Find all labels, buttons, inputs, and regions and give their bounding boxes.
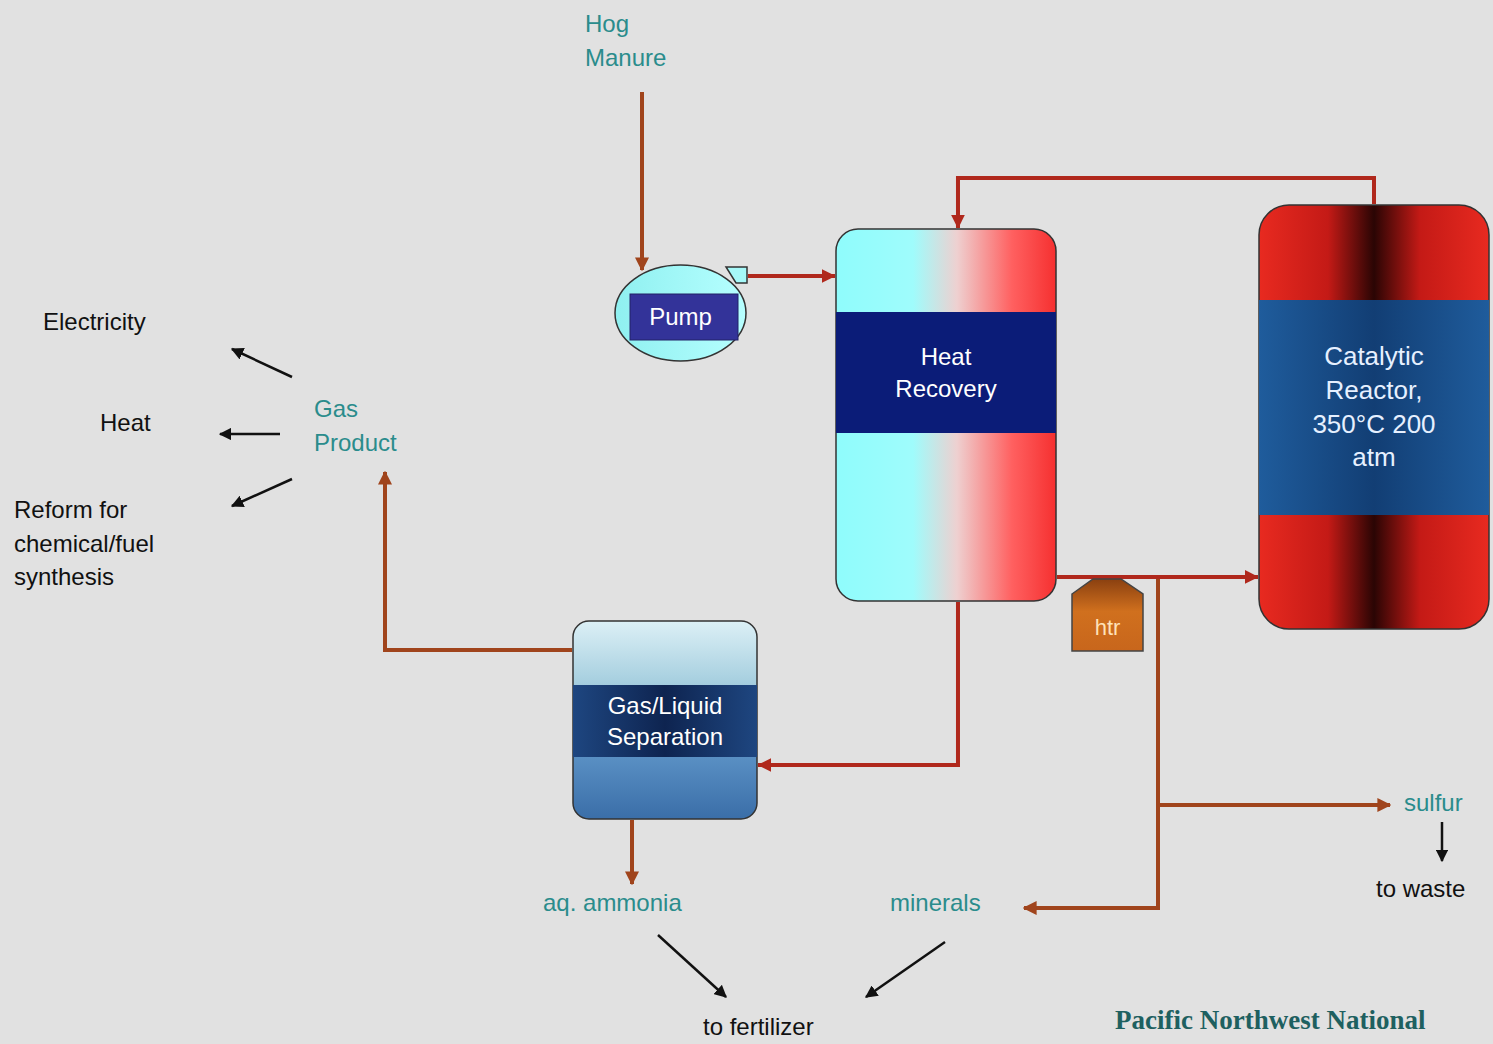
node-label: Pump — [649, 301, 712, 332]
product-label: Gas Product — [314, 392, 439, 459]
vessel-body — [573, 621, 757, 819]
vessel-band — [573, 685, 757, 757]
use-label: Heat — [100, 406, 151, 440]
use-arrow — [220, 433, 280, 436]
node-text-group: Catalytic Reactor, 350°C 200 atm — [1299, 340, 1449, 475]
pipe-connector — [1057, 575, 1258, 579]
reactor-vessel: Catalytic Reactor, 350°C 200 atm — [1258, 204, 1490, 630]
node-label: Heat Recovery — [881, 341, 1011, 403]
pipe-connector — [758, 602, 958, 765]
pump-plate — [630, 294, 738, 340]
node-text-group: Gas/Liquid Separation — [585, 690, 745, 752]
heat-exchanger: Heat Recovery — [835, 228, 1057, 602]
pump-symbol: Pump — [613, 263, 748, 363]
minerals-pipe — [1024, 577, 1158, 908]
feed-pipe — [640, 92, 644, 270]
node-label: htr — [1095, 614, 1121, 643]
heater-housing — [1072, 579, 1143, 651]
fertilizer-arrow — [866, 942, 945, 997]
use-label: Reform for chemical/fuel synthesis — [14, 493, 194, 594]
pipe-connector — [748, 274, 835, 278]
vessel-band — [836, 312, 1056, 433]
use-arrow — [232, 349, 292, 377]
credit-watermark: Pacific Northwest National — [1115, 1005, 1425, 1036]
heater-symbol: htr — [1071, 578, 1144, 652]
gas-outlet-pipe — [385, 472, 572, 650]
sulfur-pipe — [1158, 803, 1390, 807]
waste-arrow — [1441, 822, 1444, 861]
destination-label: to waste — [1376, 872, 1465, 906]
fertilizer-arrow — [658, 935, 726, 997]
separator-vessel: Gas/Liquid Separation — [572, 620, 758, 820]
node-text-group: Pump — [649, 301, 712, 332]
node-text-group: htr — [1095, 614, 1121, 643]
node-label: Catalytic Reactor, 350°C 200 atm — [1299, 340, 1449, 475]
vessel-body — [836, 229, 1056, 601]
product-label: sulfur — [1404, 786, 1463, 820]
destination-label: to fertilizer — [703, 1010, 814, 1044]
node-label: Gas/Liquid Separation — [585, 690, 745, 752]
node-shape — [835, 228, 1057, 602]
node-shape — [572, 620, 758, 820]
feed-label: Hog Manure — [585, 7, 705, 74]
vessel-body — [1259, 205, 1489, 629]
product-label: aq. ammonia — [543, 886, 682, 920]
use-label: Electricity — [43, 305, 146, 339]
pump-casing — [615, 265, 746, 361]
node-text-group: Heat Recovery — [881, 341, 1011, 403]
use-arrow — [232, 479, 292, 506]
product-label: minerals — [890, 886, 981, 920]
liquid-outlet-pipe — [630, 820, 634, 884]
vessel-band — [1259, 300, 1489, 515]
